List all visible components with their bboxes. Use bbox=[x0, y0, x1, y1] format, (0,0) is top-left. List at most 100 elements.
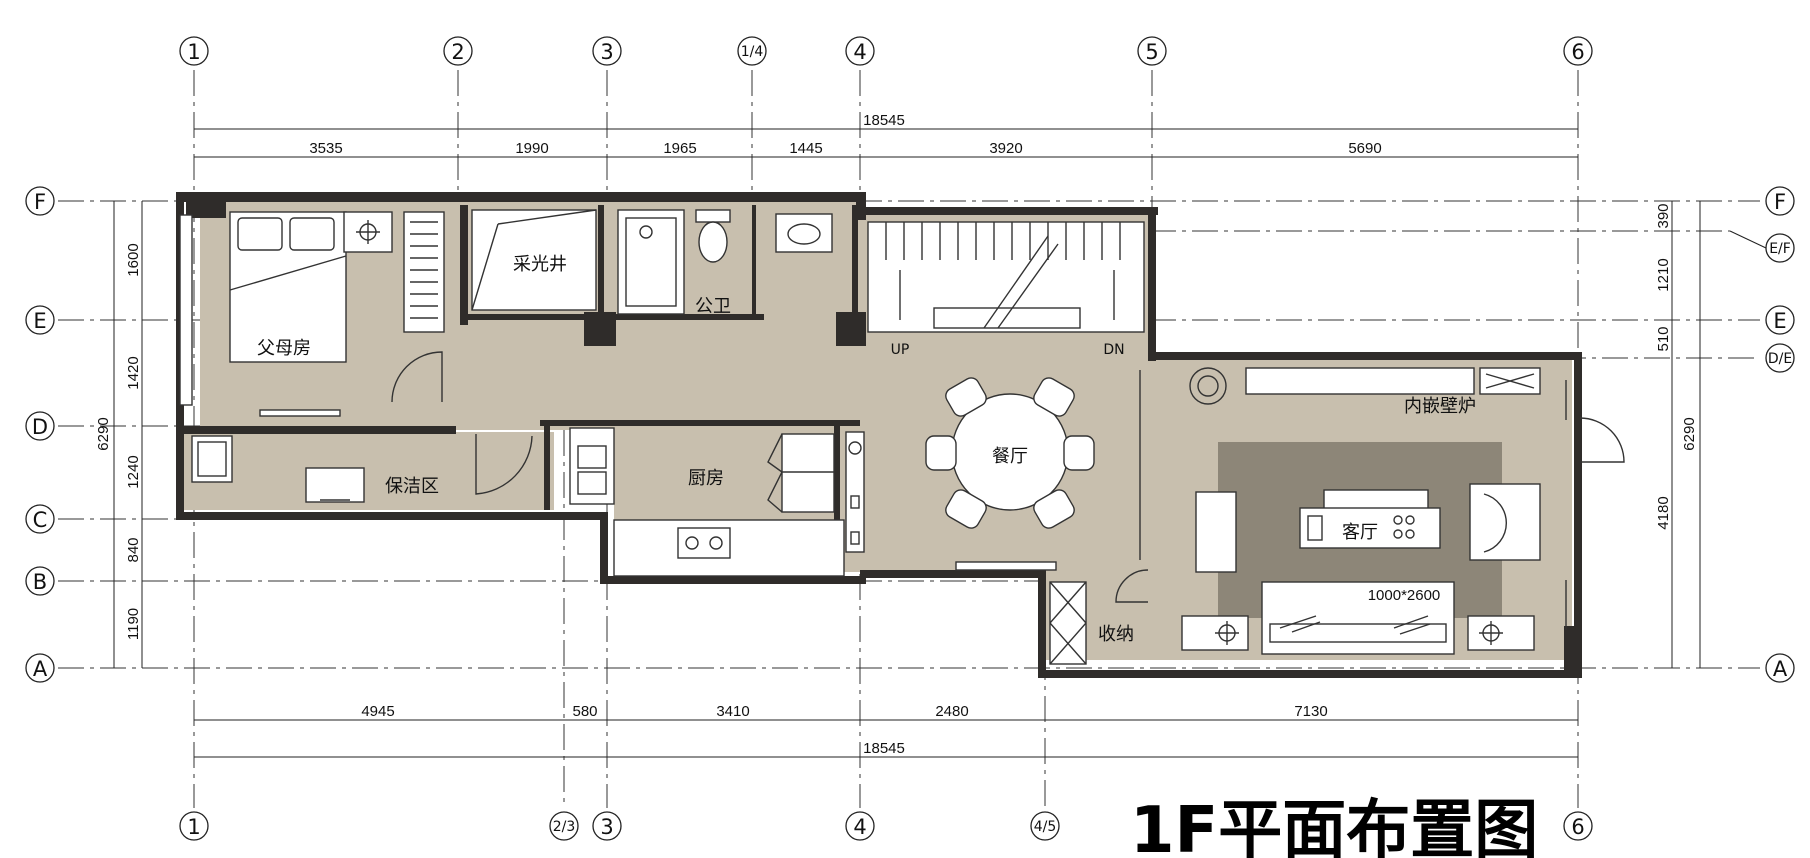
dim-bottom-1: 580 bbox=[572, 703, 597, 720]
armchair bbox=[1469, 483, 1541, 561]
door-swing bbox=[1115, 569, 1149, 603]
room-label-lightwell: 采光井 bbox=[513, 254, 567, 275]
room-label-parents: 父母房 bbox=[257, 338, 311, 359]
dim-bottom-4: 7130 bbox=[1294, 703, 1327, 720]
wardrobe bbox=[403, 211, 445, 333]
dim-bottom-2: 3410 bbox=[716, 703, 749, 720]
axis-left-B: B bbox=[33, 570, 47, 594]
dimensions-bottom: 4945 580 3410 2480 7130 18545 bbox=[194, 703, 1578, 758]
cabinet bbox=[1049, 581, 1087, 665]
kitchen: 厨房 bbox=[569, 427, 865, 577]
dim-right-0: 390 bbox=[1655, 203, 1672, 228]
axis-top-2: 2 bbox=[451, 40, 464, 64]
dim-left-0: 1600 bbox=[125, 243, 142, 276]
sink bbox=[569, 427, 615, 505]
axis-bubbles-bottom: 1 2/3 3 4 4/5 6 bbox=[179, 811, 1593, 841]
carpet-size-label: 1000*2600 bbox=[1368, 587, 1441, 604]
drawing-title: 1F平面布置图 bbox=[1130, 794, 1538, 858]
room-label-cleaning: 保洁区 bbox=[385, 476, 439, 497]
axis-right-D-E: D/E bbox=[1768, 351, 1792, 367]
dim-bottom-0: 4945 bbox=[361, 703, 394, 720]
lightwell: 采光井 bbox=[471, 209, 597, 311]
axis-bottom-4: 4 bbox=[853, 815, 866, 839]
axis-right-A: A bbox=[1773, 657, 1788, 681]
dimensions-top: 18545 3535 1990 1965 1445 3920 5690 bbox=[194, 112, 1578, 158]
armchair bbox=[1195, 491, 1237, 573]
axis-bubbles-right: F E/F E D/E A bbox=[1729, 186, 1795, 683]
dim-right-1: 1210 bbox=[1655, 258, 1672, 291]
axis-top-1-4: 1/4 bbox=[741, 44, 764, 60]
axis-top-1: 1 bbox=[187, 40, 200, 64]
door-swing bbox=[391, 351, 443, 403]
axis-bottom-3: 3 bbox=[600, 815, 613, 839]
dimensions-left: 6290 1600 1420 1240 840 1190 bbox=[95, 201, 143, 668]
fireplace-label: 内嵌壁炉 bbox=[1404, 396, 1476, 417]
axis-bottom-6: 6 bbox=[1571, 815, 1584, 839]
room-label-living: 客厅 bbox=[1342, 522, 1378, 543]
dim-left-1: 1420 bbox=[125, 356, 142, 389]
tv-remote-icon bbox=[1307, 515, 1323, 541]
axis-bottom-2-3: 2/3 bbox=[553, 819, 576, 835]
pillow bbox=[289, 217, 335, 251]
storage: 收纳 bbox=[1049, 370, 1149, 665]
sideboard bbox=[955, 561, 1057, 571]
axis-top-5: 5 bbox=[1145, 40, 1158, 64]
door-swing bbox=[1579, 417, 1625, 463]
toilet-tank bbox=[695, 209, 731, 223]
dim-bottom-total: 18545 bbox=[863, 740, 905, 757]
axis-bottom-4-5: 4/5 bbox=[1034, 819, 1057, 835]
cleaning-area: 保洁区 bbox=[191, 434, 533, 503]
walls bbox=[176, 192, 1582, 678]
axis-bubbles-left: F E D C B A bbox=[25, 186, 55, 683]
toilet-icon bbox=[698, 221, 728, 263]
axis-right-E: E bbox=[1773, 309, 1786, 333]
axis-top-3: 3 bbox=[600, 40, 613, 64]
dining: 餐厅 bbox=[925, 377, 1095, 571]
dim-top-0: 3535 bbox=[309, 140, 342, 157]
axis-left-A: A bbox=[33, 657, 48, 681]
dimensions-right: 390 1210 510 4180 6290 bbox=[1655, 201, 1701, 668]
dim-bottom-3: 2480 bbox=[935, 703, 968, 720]
public-bath: 公卫 bbox=[617, 209, 833, 317]
parents-room: 父母房 bbox=[179, 211, 445, 417]
axis-bottom-1: 1 bbox=[187, 815, 200, 839]
axis-right-E-F: E/F bbox=[1769, 241, 1791, 257]
pillow bbox=[237, 217, 283, 251]
shower-tray bbox=[625, 217, 677, 307]
stair-down-label: DN bbox=[1103, 342, 1124, 358]
staircase: UP DN bbox=[867, 221, 1145, 358]
dim-left-2: 1240 bbox=[125, 455, 142, 488]
washbasin bbox=[775, 213, 833, 253]
axis-left-D: D bbox=[32, 415, 48, 439]
laundry-sink bbox=[305, 467, 365, 503]
window bbox=[179, 214, 193, 406]
axis-left-E: E bbox=[33, 309, 46, 333]
room-label-kitchen: 厨房 bbox=[688, 468, 724, 489]
dim-top-4: 3920 bbox=[989, 140, 1022, 157]
dim-right-total: 6290 bbox=[1681, 417, 1698, 450]
room-label-dining: 餐厅 bbox=[992, 446, 1028, 467]
coffee-table-top bbox=[1299, 507, 1441, 549]
axis-left-C: C bbox=[33, 508, 48, 532]
living: 内嵌壁炉 客厅 1000*2600 bbox=[1181, 367, 1625, 655]
drain-icon bbox=[639, 225, 653, 239]
fireplace bbox=[1245, 367, 1475, 395]
fridge bbox=[781, 433, 835, 513]
dim-left-4: 1190 bbox=[125, 608, 142, 640]
dim-right-2: 510 bbox=[1655, 326, 1672, 351]
room-label-storage: 收纳 bbox=[1098, 624, 1134, 645]
plant-icon bbox=[1189, 367, 1227, 405]
dim-left-total: 6290 bbox=[95, 417, 112, 450]
stair-up-label: UP bbox=[891, 342, 910, 358]
axis-left-F: F bbox=[34, 190, 46, 214]
tall-cabinet bbox=[845, 431, 865, 553]
axis-top-6: 6 bbox=[1571, 40, 1584, 64]
axis-top-4: 4 bbox=[853, 40, 866, 64]
axis-bubbles-top: 1 2 3 1/4 4 5 6 bbox=[179, 36, 1593, 66]
axis-right-F: F bbox=[1774, 190, 1786, 214]
dim-left-3: 840 bbox=[125, 537, 142, 562]
dim-right-3: 4180 bbox=[1655, 496, 1672, 529]
dim-top-1: 1990 bbox=[515, 140, 548, 157]
dim-top-5: 5690 bbox=[1348, 140, 1381, 157]
